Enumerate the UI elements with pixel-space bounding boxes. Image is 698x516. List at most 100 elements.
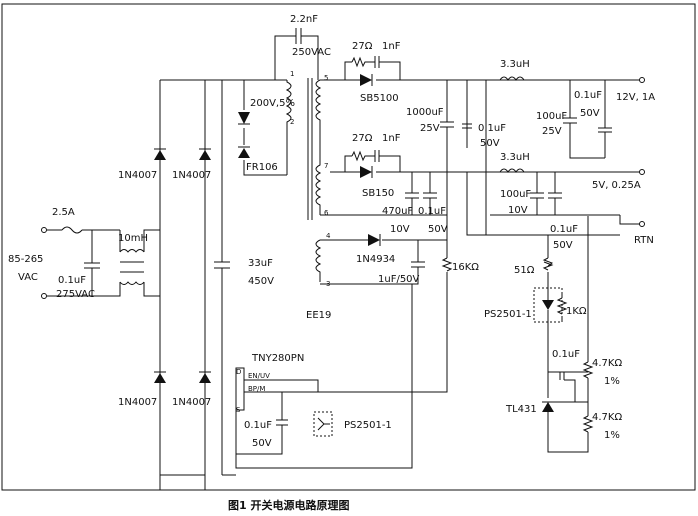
bulk-capacitor [205, 79, 287, 475]
transformer [285, 78, 330, 282]
feedback-circuit [485, 80, 594, 453]
out2-diode-label: SB150 [362, 188, 394, 199]
input-unit-label: VAC [18, 272, 38, 283]
ac-terminal-bottom [41, 293, 47, 299]
out1-inductor: 3.3uH [500, 59, 530, 70]
out1-diode-label: SB5100 [360, 93, 399, 104]
r-top-label: 4.7KΩ [592, 358, 622, 369]
xfmr-pin-2: 2 [290, 118, 294, 126]
out1-c3-rating: 25V [542, 126, 562, 137]
out2-c3-rating: 10V [508, 205, 528, 216]
controller-pin-en: EN/UV [248, 372, 270, 380]
out2-snub-r: 27Ω [352, 133, 373, 144]
out2-snub-c: 1nF [382, 133, 401, 144]
figure-caption: 图1 开关电源电路原理图 [228, 498, 349, 512]
bulk-cap-value: 33uF [248, 258, 273, 269]
output-12v [330, 56, 645, 240]
out1-c2-value: 0.1uF [478, 123, 506, 134]
bias-cap-label: 1uF/50V [378, 274, 420, 285]
bias-circuit [282, 234, 453, 393]
out1-c3-value: 100uF [536, 111, 567, 122]
r-top-tol: 1% [604, 376, 620, 387]
bridge-diode-2 [199, 150, 211, 160]
controller-ic [222, 284, 413, 476]
bridge-d3-label: 1N4007 [118, 397, 157, 408]
bridge-diode-4 [199, 373, 211, 383]
out1-c1-value: 1000uF [406, 107, 444, 118]
r-bot-label: 4.7KΩ [592, 412, 622, 423]
transformer-core-label: EE19 [306, 310, 331, 321]
bridge-rectifier [154, 79, 211, 490]
bp-cap-rating: 50V [252, 438, 272, 449]
controller-pin-bp: BP/M [248, 385, 265, 393]
controller-pin-d: D [236, 368, 241, 376]
xfmr-pin-1: 1 [290, 70, 294, 78]
xfmr-pin-7: 7 [324, 162, 328, 170]
out2-c2-rating: 50V [428, 224, 448, 235]
xfmr-pin-6: 6 [324, 209, 329, 217]
clamp-zener [238, 112, 250, 124]
bias-diode [368, 234, 380, 246]
bias-diode-label: 1N4934 [356, 254, 395, 265]
out2-c1-value: 470uF [382, 206, 413, 217]
clamp-cap-rating: 250VAC [292, 47, 331, 58]
clamp-diode-label: FR106 [246, 162, 278, 173]
opto-transistor [313, 411, 333, 437]
x-cap-rating: 275VAC [56, 289, 95, 300]
opto-label: PS2501-1 [484, 309, 532, 320]
rtn-terminal [639, 221, 645, 227]
bp-cap-value: 0.1uF [244, 420, 272, 431]
common-mode-choke [119, 229, 160, 297]
clamp-circuit [238, 28, 319, 176]
bulk-cap-rating: 450V [248, 276, 274, 287]
input-section: 2.5A 85-265 VAC 0.1uF 275VAC 10mH [8, 207, 160, 300]
rtn-label: RTN [634, 235, 654, 246]
out-5v-terminal [639, 169, 645, 175]
r-bias-label: 1KΩ [566, 306, 587, 317]
out2-c1-rating: 10V [390, 224, 410, 235]
opto-tx-label: PS2501-1 [344, 420, 392, 431]
out1-c1-rating: 25V [420, 123, 440, 134]
out2-label: 5V, 0.25A [592, 180, 641, 191]
bridge-d2-label: 1N4007 [172, 170, 211, 181]
out1-snub-c: 1nF [382, 41, 401, 52]
clamp-zener-label: 200V,5% [250, 98, 295, 109]
input-voltage-label: 85-265 [8, 254, 43, 265]
out1-c4-rating: 50V [580, 108, 600, 119]
fuse-label: 2.5A [52, 207, 75, 218]
bridge-diode-1 [154, 150, 166, 160]
xfmr-pin-5: 5 [324, 74, 328, 82]
x-cap-value: 0.1uF [58, 275, 86, 286]
out-12v-terminal [639, 77, 645, 83]
bias-resistor-label: 16KΩ [452, 262, 479, 273]
out1-c2-rating: 50V [480, 138, 500, 149]
out2-c2-value: 0.1uF [418, 206, 446, 217]
clamp-cap-value: 2.2nF [290, 14, 318, 25]
choke-label: 10mH [118, 233, 148, 244]
tl431 [542, 402, 554, 412]
out2-c4-rating: 50V [553, 240, 573, 251]
bridge-d4-label: 1N4007 [172, 397, 211, 408]
sb5100-diode [360, 74, 372, 86]
controller-name: TNY280PN [251, 353, 304, 364]
out2-c4-value: 0.1uF [550, 224, 578, 235]
out1-c4-value: 0.1uF [574, 90, 602, 101]
schematic-frame [1, 3, 696, 491]
sb150-diode [360, 166, 372, 178]
out2-inductor: 3.3uH [500, 152, 530, 163]
comp-cap-label: 0.1uF [552, 349, 580, 360]
controller-pin-s: S [236, 406, 241, 414]
clamp-diode [238, 148, 250, 158]
xfmr-pin-4: 4 [326, 232, 331, 240]
out1-snub-r: 27Ω [352, 41, 373, 52]
tl431-label: TL431 [505, 404, 537, 415]
r-led-label: 51Ω [514, 265, 535, 276]
out2-c3-value: 100uF [500, 189, 531, 200]
bridge-diode-3 [154, 373, 166, 383]
output-5v [320, 150, 645, 227]
ac-terminal-top [41, 227, 47, 233]
bridge-d1-label: 1N4007 [118, 170, 157, 181]
r-bot-tol: 1% [604, 430, 620, 441]
out1-label: 12V, 1A [616, 92, 655, 103]
